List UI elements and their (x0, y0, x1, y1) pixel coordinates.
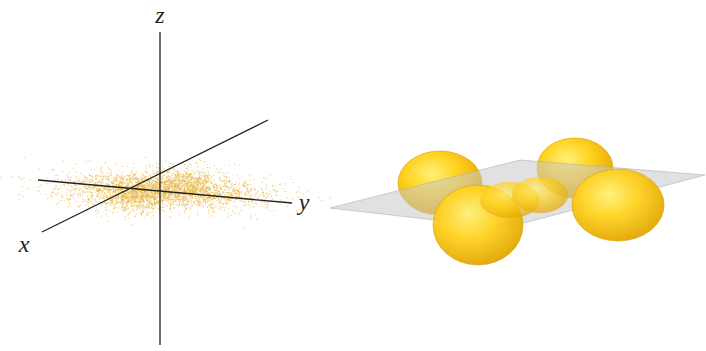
axis-label: y (299, 190, 310, 214)
axis-label: z (155, 3, 164, 27)
coordinate-axes (38, 32, 292, 345)
axis-label: x (19, 232, 30, 256)
electron-cloud (0, 157, 331, 228)
orbital-lobes (330, 138, 705, 265)
